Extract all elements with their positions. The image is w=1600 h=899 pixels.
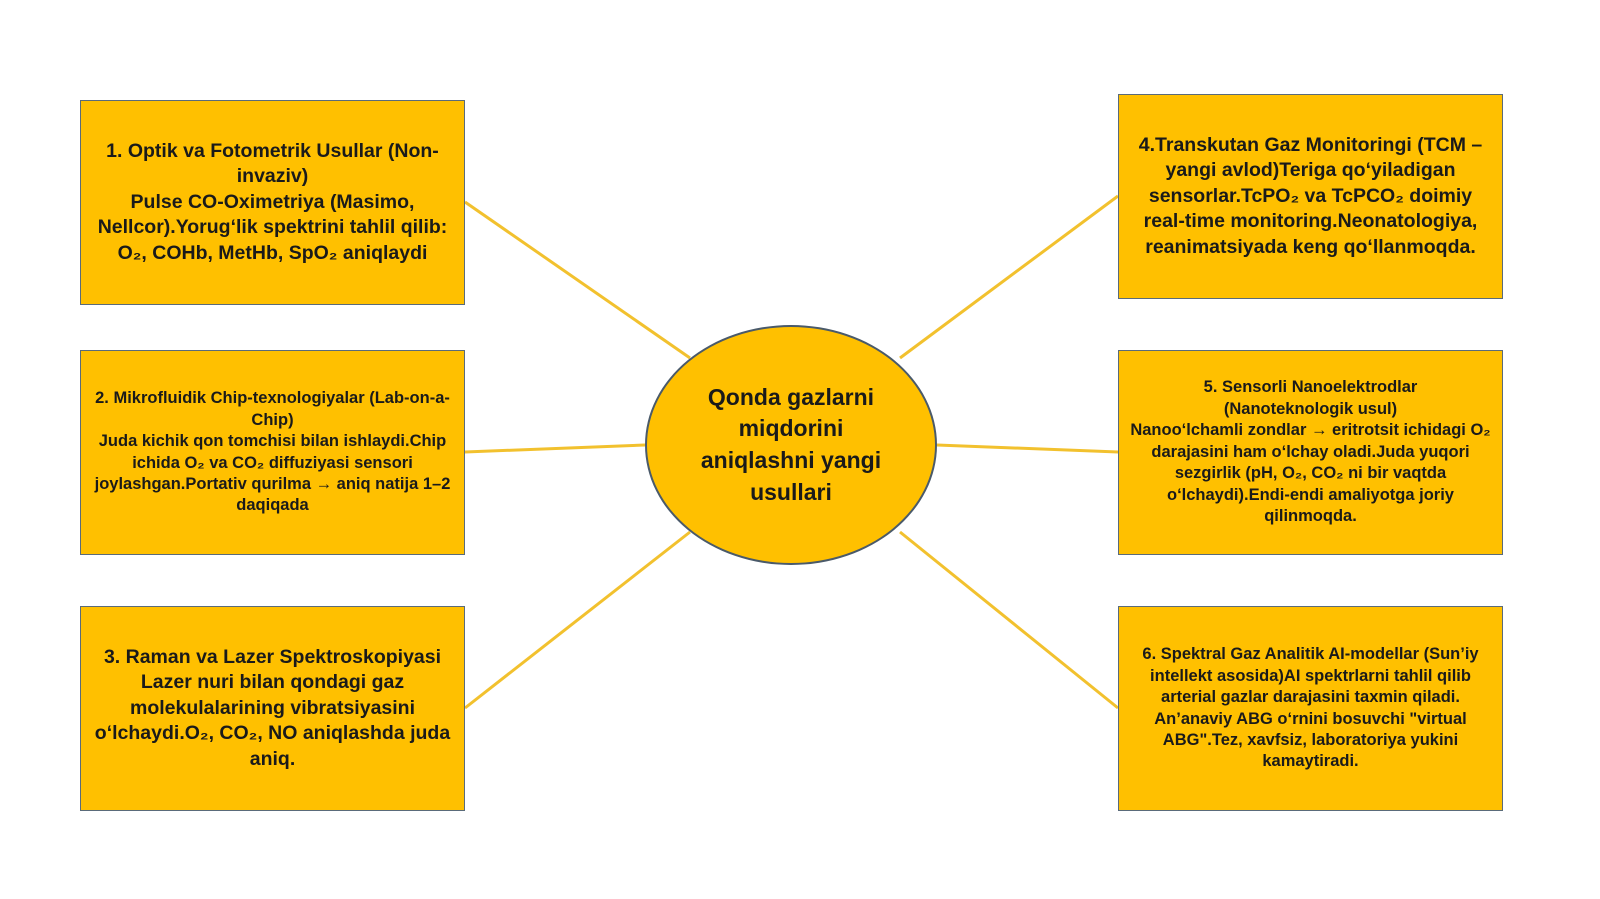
method-box-ai-models: 6. Spektral Gaz Analitik AI-modellar (Su… (1118, 606, 1503, 811)
central-topic-title: Qonda gazlarni miqdorini aniqlashni yang… (700, 383, 882, 505)
connector-3 (464, 530, 691, 710)
method-text-transcutaneous: 4.Transkutan Gaz Monitoringi (TCM – yang… (1138, 134, 1483, 258)
method-text-ai-models: 6. Spektral Gaz Analitik AI-modellar (Su… (1142, 645, 1479, 771)
method-text-optical: 1. Optik va Fotometrik Usullar (Non-inva… (97, 140, 448, 264)
connector-2 (464, 443, 646, 454)
method-box-raman: 3. Raman va Lazer Spektroskopiyasi Lazer… (80, 606, 465, 811)
connector-5 (936, 443, 1119, 454)
method-box-microfluidic: 2. Mikrofluidik Chip-texnologiyalar (Lab… (80, 350, 465, 555)
central-topic-ellipse: Qonda gazlarni miqdorini aniqlashni yang… (645, 325, 937, 565)
connector-4 (899, 194, 1119, 360)
connector-6 (899, 530, 1119, 710)
method-box-optical: 1. Optik va Fotometrik Usullar (Non-inva… (80, 100, 465, 305)
method-text-nanoelectrodes: 5. Sensorli Nanoelektrodlar (Nanoteknolo… (1130, 378, 1491, 526)
connector-1 (464, 200, 691, 360)
method-text-raman: 3. Raman va Lazer Spektroskopiyasi Lazer… (94, 646, 451, 770)
method-box-nanoelectrodes: 5. Sensorli Nanoelektrodlar (Nanoteknolo… (1118, 350, 1503, 555)
method-box-transcutaneous: 4.Transkutan Gaz Monitoringi (TCM – yang… (1118, 94, 1503, 299)
method-text-microfluidic: 2. Mikrofluidik Chip-texnologiyalar (Lab… (94, 389, 451, 515)
